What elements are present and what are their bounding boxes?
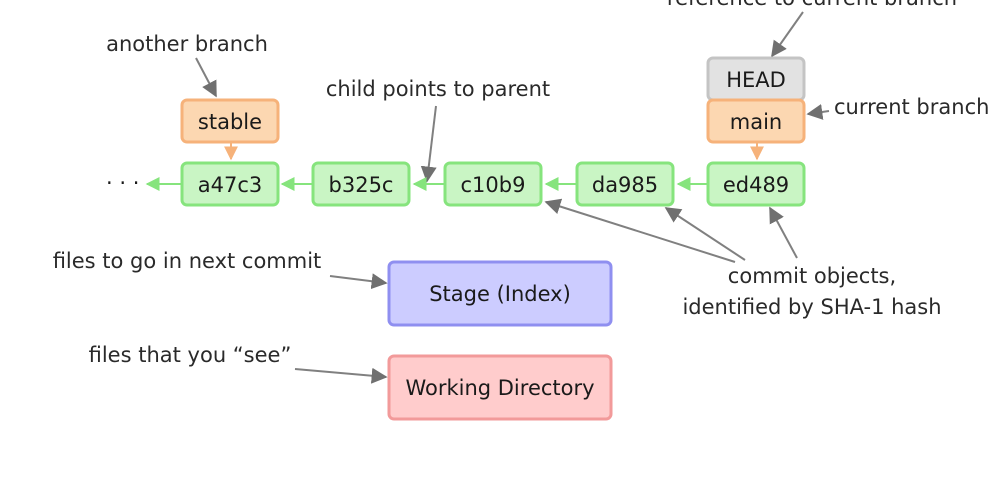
commit-hash: a47c3 [198,173,263,197]
working-directory-label: Working Directory [405,376,594,400]
commit-objects-label-line1: commit objects, [728,264,896,288]
head-label: HEAD [726,68,786,92]
current-branch-label: current branch [834,95,989,119]
commit-c10b9: c10b9 [443,161,543,207]
child-parent-pointer [420,105,437,183]
head-reference-pointer [771,11,804,58]
files-you-see-pointer [294,367,388,384]
another-branch-label: another branch [106,32,268,56]
commit-objects-pointer-da985 [664,207,746,261]
commit-da985: da985 [575,161,675,207]
current-branch-pointer [806,104,830,120]
stage-index-label: Stage (Index) [429,282,571,306]
child-points-to-parent-label: child points to parent [326,77,550,101]
history-ellipsis: · · · [106,171,139,195]
commit-hash: c10b9 [461,173,526,197]
main-branch-box: main [706,98,806,144]
files-next-commit-pointer [329,273,388,290]
main-branch-label: main [730,110,782,134]
commit-objects-pointer-ed489 [769,206,798,259]
commit-ed489: ed489 [706,161,806,207]
commit-hash: b325c [329,173,394,197]
commit-hash: ed489 [723,173,789,197]
commit-b325c: b325c [311,161,411,207]
commit-a47c3: a47c3 [180,161,280,207]
stage-index-box: Stage (Index) [387,260,613,327]
commit-objects-label-line2: identified by SHA-1 hash [682,295,941,319]
stable-branch-box: stable [180,98,280,144]
files-you-see-label: files that you “see” [89,343,292,367]
stable-branch-label: stable [198,110,262,134]
head-reference-label: reference to current branch [667,0,957,10]
working-directory-box: Working Directory [387,354,613,421]
files-next-commit-label: files to go in next commit [53,249,322,273]
head-ref-box: HEAD [706,56,806,102]
another-branch-pointer [195,57,217,98]
commit-hash: da985 [592,173,658,197]
commit-objects-pointer-c10b9 [544,198,736,263]
